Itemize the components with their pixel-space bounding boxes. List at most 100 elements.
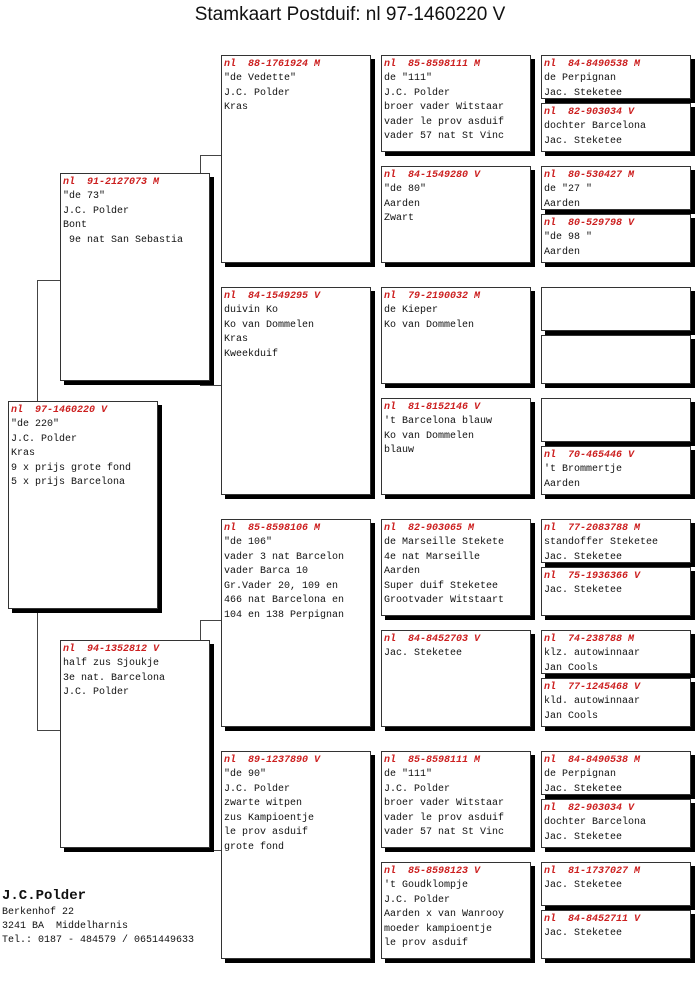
pigeon-info-line: Jac. Steketee (544, 585, 623, 596)
ring-number: nl 89-1237890 V (224, 755, 321, 766)
pigeon-info-line: moeder kampioentje (384, 923, 493, 935)
ring-number: nl 84-1549280 V (384, 170, 481, 181)
pedigree-card-gen4: nl 84-8452711 V Jac. Steketee (541, 910, 691, 959)
pigeon-info-line: Kras (224, 334, 249, 345)
pigeon-info-line: zwarte witpen (224, 798, 303, 809)
pigeon-info-line: de "111" (384, 73, 433, 84)
pigeon-info-line: Aarden (384, 198, 421, 210)
pigeon-info-line: Zwart (384, 213, 415, 224)
connector-line (532, 420, 533, 470)
ring-number: nl 84-8452711 V (544, 914, 641, 925)
pigeon-info-line: de Kieper (384, 305, 439, 316)
pigeon-info-line: J.C. Polder (11, 433, 78, 445)
pedigree-card-gen4: nl 80-530427 M de "27 " Aarden (541, 166, 691, 210)
connector-line (372, 800, 373, 910)
pigeon-info-line: J.C. Polder (384, 783, 451, 795)
pigeon-info-line: "de 106" (224, 537, 273, 548)
pigeon-info-line: Bont (63, 220, 88, 231)
ring-number: nl 85-8598123 V (384, 866, 481, 877)
pigeon-info-line: 't Brommertje (544, 464, 623, 475)
pigeon-info-line: Jac. Steketee (544, 928, 623, 939)
owner-phone: Tel.: 0187 - 484579 / 0651449633 (2, 935, 195, 946)
connector-line (532, 190, 533, 240)
connector-line (37, 730, 61, 731)
ring-number: nl 81-1737027 M (544, 866, 641, 877)
pigeon-info-line: J.C. Polder (63, 205, 130, 217)
pigeon-info-line: "de 98 " (544, 232, 593, 243)
pedigree-card-gen4 (541, 335, 691, 384)
pigeon-info-line: vader 3 nat Barcelon (224, 551, 345, 563)
pigeon-info-line: 't Goudklompje (384, 880, 469, 891)
pigeon-info-line: 104 en 138 Perpignan (224, 609, 345, 621)
pigeon-info-line: Ko van Dommelen (384, 319, 475, 331)
pigeon-info-line: Kweekduif (224, 348, 279, 360)
pigeon-info-line: "de 220" (11, 419, 60, 430)
connector-line (532, 890, 533, 940)
pigeon-info-line: blauw (384, 445, 415, 456)
pigeon-info-line: 466 nat Barcelona en (224, 595, 345, 606)
connector-line (372, 565, 373, 675)
ring-number: nl 85-8598111 M (384, 755, 481, 766)
pigeon-info-line: Jac. Steketee (544, 880, 623, 891)
pigeon-info-line: duivin Ko (224, 305, 279, 316)
pigeon-info-line: Jac. Steketee (544, 783, 623, 795)
pigeon-info-line: grote fond (224, 841, 285, 853)
pigeon-info-line: Aarden (544, 246, 581, 258)
pigeon-info-line: 9e nat San Sebastia (63, 234, 184, 246)
pigeon-info-line: 3e nat. Barcelona (63, 672, 166, 684)
pigeon-info-line: Grootvader Witstaart (384, 595, 505, 606)
pedigree-card-dam: nl 94-1352812 V half zus Sjoukje 3e nat. B… (60, 640, 210, 848)
pigeon-info-line: le prov asduif (384, 938, 469, 949)
pigeon-info-line: 4e nat Marseille (384, 551, 481, 563)
ring-number: nl 91-2127073 M (63, 177, 160, 188)
page-title: Stamkaart Postduif: nl 97-1460220 V (194, 4, 506, 25)
pigeon-info-line: Kras (224, 102, 249, 113)
pigeon-info-line: de Perpignan (544, 769, 617, 780)
pigeon-info-line: Jac. Steketee (544, 831, 623, 843)
pedigree-card-gen4: nl 80-529798 V "de 98 " Aarden (541, 214, 691, 263)
connector-line (372, 100, 373, 210)
connector-line (532, 540, 533, 590)
ring-number: nl 70-465446 V (544, 450, 635, 461)
connector-line (372, 330, 373, 440)
ring-number: nl 85-8598111 M (384, 59, 481, 70)
owner-city: 3241 BA Middelharnis (2, 921, 129, 932)
pigeon-info-line: Kras (11, 448, 36, 459)
pigeon-info-line: Gr.Vader 20, 109 en (224, 580, 339, 592)
ring-number: nl 84-8490538 M (544, 755, 641, 766)
connector-line (532, 655, 533, 705)
pigeon-info-line: Ko van Dommelen (384, 430, 475, 442)
ring-number: nl 80-529798 V (544, 218, 635, 229)
pigeon-info-line: half zus Sjoukje (63, 658, 160, 669)
ring-number: nl 94-1352812 V (63, 644, 160, 655)
ring-number: nl 80-530427 M (544, 170, 635, 181)
pedigree-card-gen4 (541, 398, 691, 442)
pigeon-info-line: zus Kampioentje (224, 812, 315, 824)
pigeon-info-line: J.C. Polder (384, 894, 451, 906)
pigeon-info-line: J.C. Polder (384, 87, 451, 99)
pedigree-card-gen4 (541, 287, 691, 331)
pigeon-info-line: Aarden (544, 198, 581, 210)
ring-number: nl 97-1460220 V (11, 405, 108, 416)
ring-number: nl 75-1936366 V (544, 571, 641, 582)
ring-number: nl 88-1761924 M (224, 59, 321, 70)
pigeon-info-line: vader 57 nat St Vinc (384, 827, 505, 838)
pigeon-info-line: de Marseille Stekete (384, 537, 505, 548)
pigeon-info-line: Aarden (544, 478, 581, 490)
ring-number: nl 74-238788 M (544, 634, 635, 645)
pigeon-info-line: de "27 " (544, 184, 593, 195)
